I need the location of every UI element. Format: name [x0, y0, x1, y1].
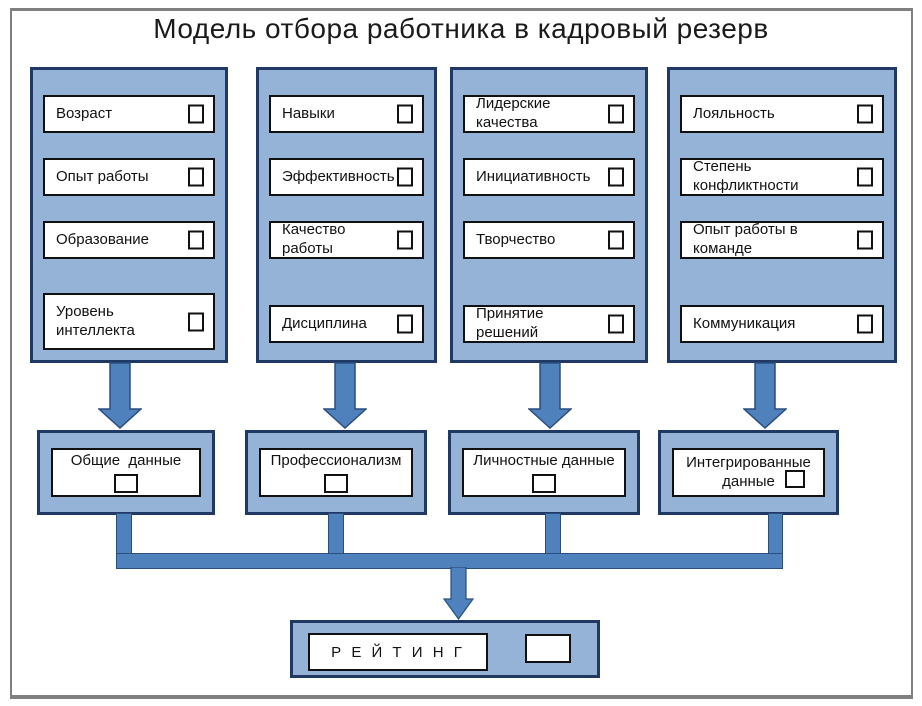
- score-checkbox: [188, 167, 204, 187]
- criterion-label: Принятие решений: [476, 305, 544, 341]
- summary-inner-box: Личностные данные: [462, 448, 626, 497]
- connector-stem: [768, 513, 783, 554]
- summary-label: Интегрированные данные: [686, 453, 816, 490]
- criterion-label: Уровень интеллекта: [56, 302, 135, 339]
- score-checkbox: [608, 230, 624, 250]
- criterion-item: Инициативность: [463, 158, 635, 196]
- criterion-label: Возраст: [56, 104, 113, 122]
- score-checkbox: [857, 167, 873, 187]
- summary-box-professionalism: Профессионализм: [245, 430, 427, 515]
- score-checkbox: [857, 104, 873, 124]
- score-checkbox: [188, 230, 204, 250]
- score-checkbox: [857, 314, 873, 334]
- summary-box-general-data: Общие данные: [37, 430, 215, 515]
- summary-box-personal-data: Личностные данные: [448, 430, 640, 515]
- score-checkbox: [114, 473, 138, 493]
- score-checkbox: [857, 230, 873, 250]
- criteria-column-1: Возраст Опыт работы Образование Уровень …: [30, 67, 228, 363]
- rating-label: Р Е Й Т И Н Г: [308, 633, 488, 671]
- criterion-label: Степень конфликтности: [693, 158, 799, 194]
- summary-box-integrated-data: Интегрированные данные: [658, 430, 839, 515]
- criterion-label: Навыки: [282, 104, 335, 122]
- connector-stem: [328, 513, 344, 554]
- summary-label: Общие данные: [70, 452, 182, 470]
- criterion-label: Дисциплина: [282, 314, 367, 332]
- score-checkbox: [785, 470, 805, 488]
- criterion-item: Возраст: [43, 95, 215, 133]
- score-checkbox: [532, 473, 556, 493]
- criterion-item: Уровень интеллекта: [43, 293, 215, 350]
- criterion-item: Лидерские качества: [463, 95, 635, 133]
- score-checkbox: [188, 312, 204, 331]
- criterion-item: Эффективность: [269, 158, 424, 196]
- criterion-label: Опыт работы: [56, 167, 149, 185]
- score-checkbox: [397, 167, 413, 187]
- score-checkbox: [608, 104, 624, 124]
- score-checkbox: [188, 104, 204, 124]
- connector-stem: [545, 513, 561, 554]
- summary-inner-box: Профессионализм: [259, 448, 413, 497]
- criterion-item: Опыт работы: [43, 158, 215, 196]
- rating-value-box: [525, 634, 571, 663]
- criteria-column-3: Лидерские качества Инициативность Творче…: [450, 67, 648, 363]
- connector-bus-bar: [116, 553, 783, 569]
- summary-inner-box: Общие данные: [51, 448, 201, 497]
- criterion-item: Опыт работы в команде: [680, 221, 884, 259]
- score-checkbox: [608, 167, 624, 187]
- criterion-item: Коммуникация: [680, 305, 884, 343]
- criterion-item: Навыки: [269, 95, 424, 133]
- down-arrow-icon: [98, 362, 142, 429]
- score-checkbox: [397, 314, 413, 334]
- score-checkbox: [397, 104, 413, 124]
- criterion-label: Образование: [56, 230, 149, 248]
- connector-stem: [116, 513, 132, 554]
- criterion-label: Опыт работы в команде: [693, 221, 798, 257]
- score-checkbox: [397, 230, 413, 250]
- slide-frame: [10, 8, 913, 699]
- criteria-column-4: Лояльность Степень конфликтности Опыт ра…: [667, 67, 897, 363]
- down-arrow-icon: [743, 362, 787, 429]
- criterion-item: Степень конфликтности: [680, 158, 884, 196]
- criteria-column-2: Навыки Эффективность Качество работы Дис…: [256, 67, 437, 363]
- criterion-label: Эффективность: [282, 167, 395, 185]
- summary-inner-box: Интегрированные данные: [672, 448, 825, 497]
- criterion-item: Творчество: [463, 221, 635, 259]
- criterion-item: Образование: [43, 221, 215, 259]
- down-arrow-icon: [443, 567, 474, 620]
- criterion-item: Принятие решений: [463, 305, 635, 343]
- score-checkbox: [324, 473, 348, 493]
- criterion-item: Дисциплина: [269, 305, 424, 343]
- down-arrow-icon: [323, 362, 367, 429]
- criterion-label: Коммуникация: [693, 314, 796, 332]
- summary-label: Профессионализм: [270, 452, 402, 470]
- score-checkbox: [608, 314, 624, 334]
- criterion-item: Качество работы: [269, 221, 424, 259]
- criterion-label: Качество работы: [282, 221, 346, 257]
- criterion-label: Лидерские качества: [476, 95, 551, 131]
- criterion-label: Лояльность: [693, 104, 775, 122]
- criterion-label: Инициативность: [476, 167, 591, 185]
- down-arrow-icon: [528, 362, 572, 429]
- rating-box: Р Е Й Т И Н Г: [290, 620, 600, 678]
- diagram-title: Модель отбора работника в кадровый резер…: [153, 13, 769, 44]
- criterion-item: Лояльность: [680, 95, 884, 133]
- summary-label: Личностные данные: [473, 452, 615, 470]
- criterion-label: Творчество: [476, 230, 556, 248]
